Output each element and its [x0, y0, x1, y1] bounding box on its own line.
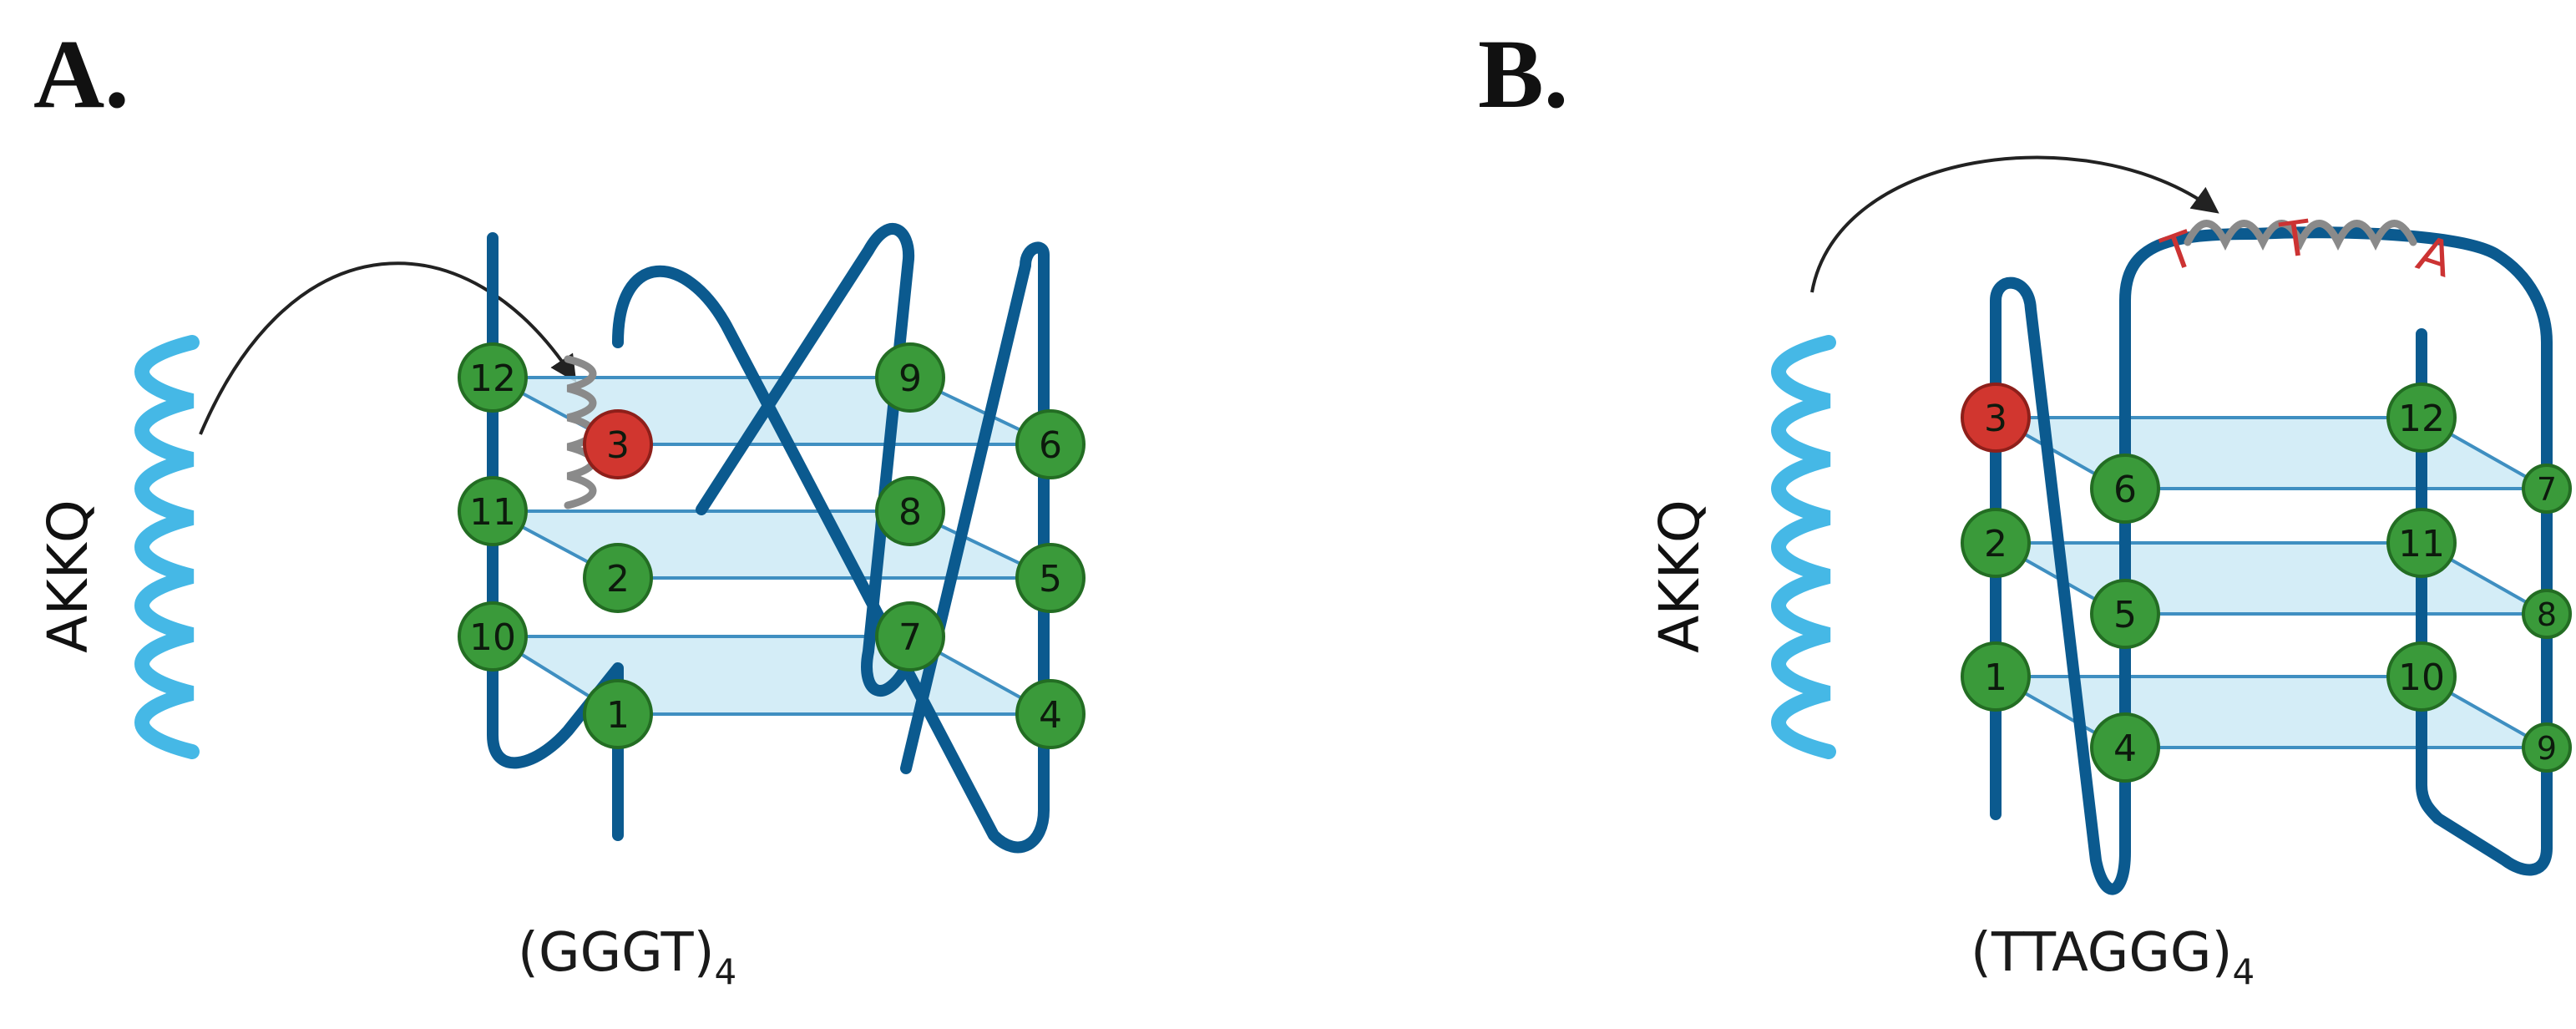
svg-text:2: 2 [1984, 523, 2007, 565]
svg-text:2: 2 [606, 558, 630, 601]
svg-text:7: 7 [898, 616, 922, 659]
svg-text:1: 1 [1984, 656, 2007, 699]
svg-text:7: 7 [2537, 471, 2557, 508]
guanine-node-1: 1 [583, 679, 653, 749]
panel-a-label: A. [33, 19, 129, 129]
guanine-node-9: 9 [2522, 722, 2572, 773]
svg-text:8: 8 [898, 491, 922, 534]
svg-text:5: 5 [2113, 594, 2137, 636]
svg-text:3: 3 [606, 424, 630, 467]
guanine-node-11: 11 [2386, 508, 2457, 578]
guanine-node-10: 10 [2386, 641, 2457, 712]
sequence-label: (GGGT)4 [518, 922, 736, 992]
svg-text:4: 4 [2113, 727, 2137, 770]
guanine-node-4: 4 [1015, 679, 1086, 749]
dna-strand [612, 241, 1050, 854]
peptide-label: AKKQ [36, 499, 100, 653]
svg-text:12: 12 [2398, 398, 2445, 440]
loop-base-label: T [2276, 209, 2315, 269]
guanine-node-2: 2 [1961, 508, 2031, 578]
svg-text:12: 12 [469, 357, 516, 400]
svg-text:10: 10 [469, 616, 516, 659]
guanine-node-8: 8 [875, 476, 945, 546]
dna-strand [696, 223, 916, 697]
peptide-helix-icon [1771, 335, 1836, 759]
guanine-node-6: 6 [2090, 454, 2160, 524]
guanine-node-6: 6 [1015, 409, 1086, 479]
guanine-node-12: 12 [2386, 383, 2457, 453]
guanine-node-4: 4 [2090, 712, 2160, 783]
guanine-node-10: 10 [458, 601, 528, 672]
svg-text:11: 11 [2398, 523, 2445, 565]
guanine-node-7: 7 [2522, 464, 2572, 514]
panel-a: A. AKKQ 12 3 11 2 10 1 9 6 8 5 7 4 (GGGT… [33, 19, 1086, 992]
svg-text:5: 5 [1039, 558, 1062, 601]
tetrad-plate [486, 635, 1057, 716]
arrow-icon [1810, 155, 2219, 293]
svg-text:4: 4 [1039, 694, 1062, 737]
bound-peptide-helix-icon [2184, 220, 2417, 251]
panel-b: B. AKKQ T T A 3 6 2 5 1 4 12 7 11 8 10 9 [1478, 19, 2572, 992]
svg-text:10: 10 [2398, 656, 2445, 699]
guanine-node-12: 12 [458, 342, 528, 413]
guanine-node-2: 2 [583, 543, 653, 613]
guanine-node-9: 9 [875, 342, 945, 413]
binding-node-3: 3 [1961, 383, 2031, 453]
guanine-node-11: 11 [458, 476, 528, 546]
tetrad-plate [1989, 416, 2553, 490]
binding-node-3: 3 [583, 409, 653, 479]
guanine-node-5: 5 [2090, 579, 2160, 649]
svg-text:6: 6 [1039, 424, 1062, 467]
peptide-label: AKKQ [1647, 499, 1712, 653]
arrow-icon [199, 261, 577, 435]
svg-text:9: 9 [2537, 730, 2557, 767]
guanine-node-7: 7 [875, 601, 945, 672]
panel-b-label: B. [1478, 19, 1568, 129]
svg-text:9: 9 [898, 357, 922, 400]
dna-strand [487, 232, 624, 841]
svg-text:3: 3 [1984, 398, 2007, 440]
guanine-node-1: 1 [1961, 641, 2031, 712]
svg-text:11: 11 [469, 491, 516, 534]
tetrad-plate [1989, 541, 2553, 616]
guanine-node-5: 5 [1015, 543, 1086, 613]
dna-strand [1990, 226, 2553, 895]
svg-text:1: 1 [606, 694, 630, 737]
sequence-label: (TTAGGG)4 [1971, 922, 2255, 992]
peptide-helix-icon [134, 335, 200, 759]
svg-text:8: 8 [2537, 596, 2557, 633]
guanine-node-8: 8 [2522, 589, 2572, 639]
svg-text:6: 6 [2113, 469, 2137, 511]
